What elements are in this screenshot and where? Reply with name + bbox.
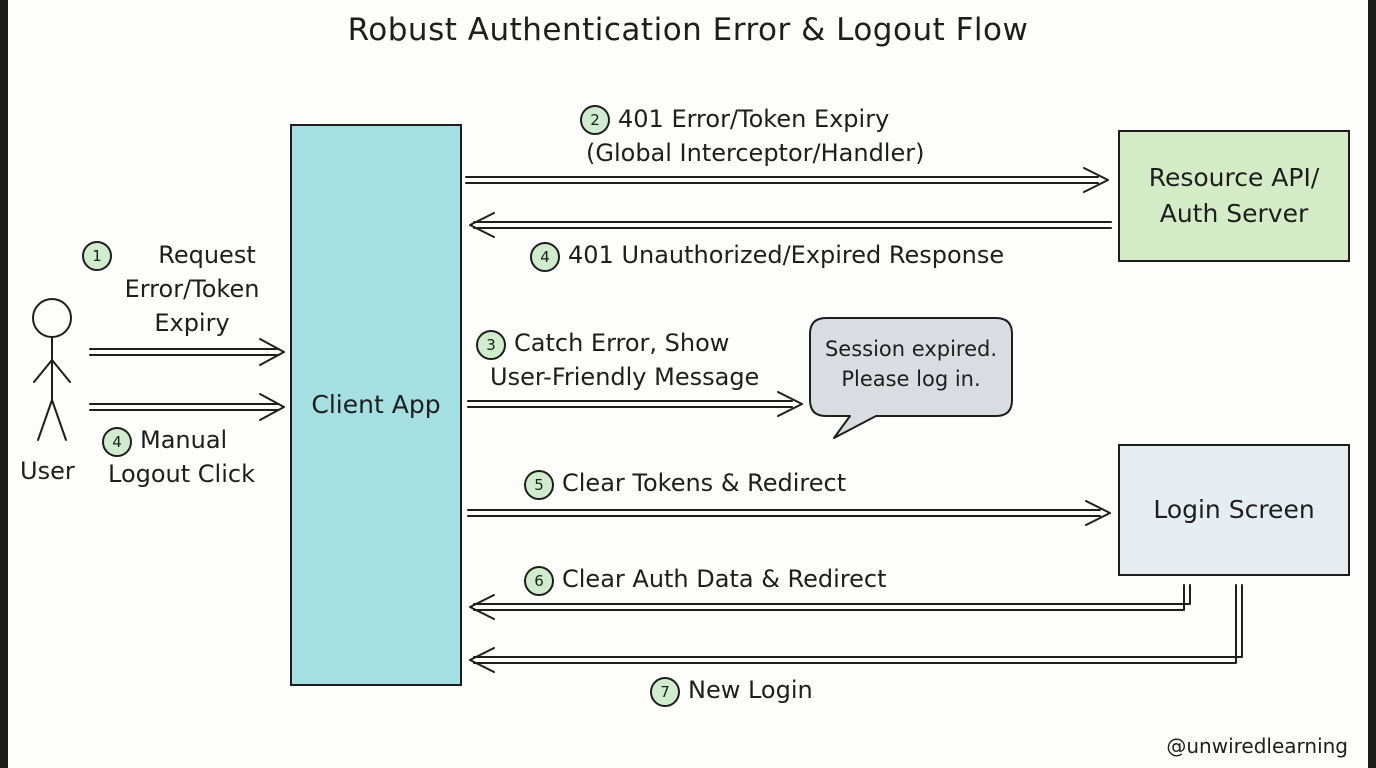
user-label: User — [20, 457, 75, 485]
step-3-label-line2: User-Friendly Message — [490, 363, 760, 391]
step-1-label: Request Error/Token Expiry — [124, 241, 260, 337]
arrow-login-to-client-clear — [469, 584, 1191, 620]
client-app-box: Client App — [290, 124, 462, 686]
diagram-title: Robust Authentication Error & Logout Flo… — [347, 12, 1029, 48]
user-figure-icon — [32, 298, 72, 441]
step-7-badge: 7 — [650, 677, 680, 707]
resource-api-label-line2: Auth Server — [1159, 199, 1309, 228]
resource-api-label-line1: Resource API/ — [1148, 163, 1320, 192]
arrow-user-to-client-request — [89, 338, 285, 366]
step-2-label-line1: 401 Error/Token Expiry — [618, 105, 890, 133]
step-5-badge: 5 — [524, 470, 554, 500]
step-6-label: Clear Auth Data & Redirect — [562, 565, 887, 593]
arrow-user-to-client-logout — [89, 393, 285, 421]
arrow-resource-to-client — [469, 212, 1112, 238]
step-7-label: New Login — [688, 676, 813, 704]
step-3-badge: 3 — [476, 330, 506, 360]
diagram-canvas: Robust Authentication Error & Logout Flo… — [8, 0, 1368, 768]
step-5-label: Clear Tokens & Redirect — [562, 469, 847, 497]
session-expired-message: Session expired. Please log in. — [824, 337, 998, 391]
arrow-client-to-message — [467, 391, 803, 417]
connector-layer — [32, 167, 1243, 673]
arrow-client-to-login — [467, 500, 1111, 526]
step-4-logout-label-line1: Manual — [140, 426, 228, 454]
resource-api-box: Resource API/ Auth Server — [1118, 130, 1350, 262]
login-screen-label: Login Screen — [1153, 495, 1315, 524]
arrow-login-to-client-new-login — [469, 584, 1243, 673]
step-2-badge: 2 — [580, 105, 610, 135]
arrow-client-to-resource — [465, 167, 1109, 193]
login-screen-box: Login Screen — [1118, 444, 1350, 576]
step-4-response-badge: 4 — [530, 242, 560, 272]
speech-bubble-shape — [809, 317, 1013, 439]
step-4-response-label: 401 Unauthorized/Expired Response — [568, 241, 1005, 269]
step-6-badge: 6 — [524, 566, 554, 596]
step-2-label-line2: (Global Interceptor/Handler) — [586, 139, 925, 167]
step-1-badge: 1 — [82, 241, 112, 271]
watermark: @unwiredlearning — [1166, 734, 1348, 758]
step-4-logout-label-line2: Logout Click — [108, 460, 255, 488]
client-app-label: Client App — [311, 390, 441, 419]
step-3-label-line1: Catch Error, Show — [514, 329, 730, 357]
step-4-logout-badge: 4 — [102, 427, 132, 457]
